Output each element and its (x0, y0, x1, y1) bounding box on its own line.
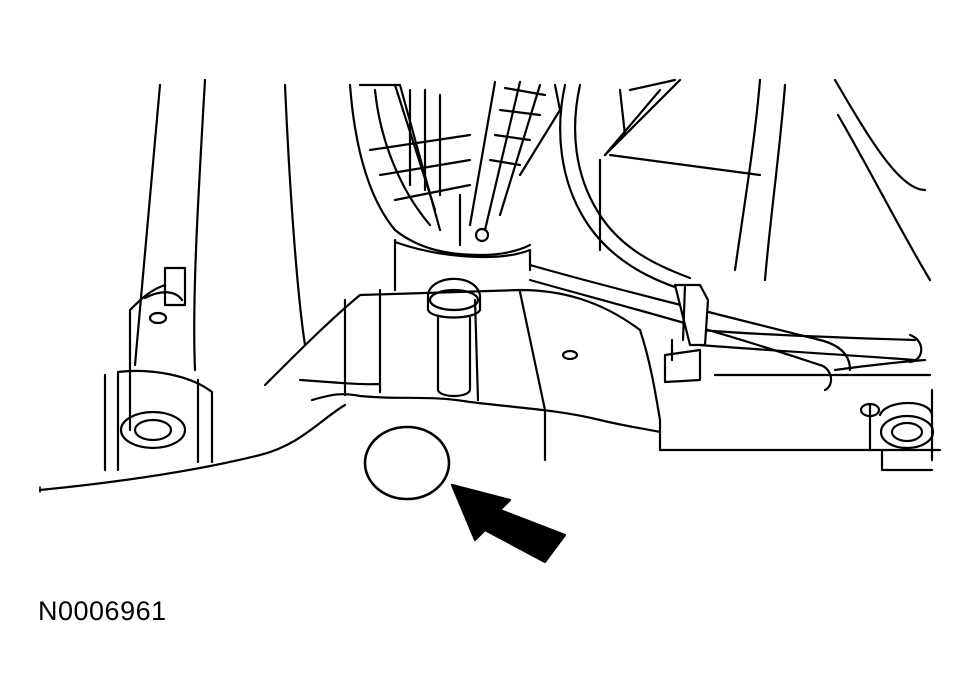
left-mounting-boss (116, 369, 214, 472)
cable-harness (528, 83, 927, 392)
central-floor-panel (263, 288, 662, 462)
figure-code-label: N0006961 (38, 596, 167, 626)
housing-bottom-edge (38, 403, 347, 492)
right-housing-panel (598, 78, 942, 452)
right-mounting-boss (878, 388, 935, 472)
cable-clip (663, 283, 710, 384)
callout-circle (363, 425, 451, 501)
shift-gate (348, 80, 562, 292)
shift-lever-pin (426, 277, 482, 398)
callout-arrow-icon (450, 483, 567, 564)
left-housing-panel (103, 78, 307, 472)
